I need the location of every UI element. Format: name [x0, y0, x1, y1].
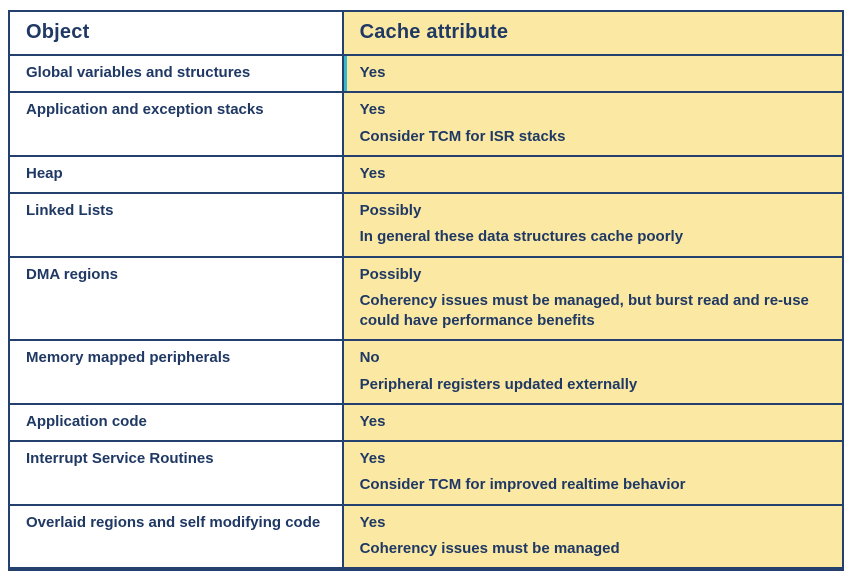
object-cell: Memory mapped peripherals: [8, 339, 344, 405]
attribute-value: Yes: [359, 513, 386, 531]
attribute-note: Coherency issues must be managed, but bu…: [359, 291, 809, 329]
object-cell: Interrupt Service Routines: [8, 440, 344, 506]
attribute-cell: Yes: [341, 53, 845, 94]
attribute-value: No: [359, 349, 380, 367]
attribute-value: Possibly: [359, 202, 422, 219]
column-header-object: Object: [8, 10, 344, 56]
object-cell: Global variables and structures: [8, 53, 344, 94]
table-row: Linked Lists Possibly In general these dat…: [8, 192, 845, 258]
attribute-value: Yes: [359, 101, 386, 119]
attribute-value: Yes: [359, 450, 386, 467]
object-cell: Linked Lists: [8, 192, 344, 258]
table-row: Overlaid regions and self modifying code…: [8, 503, 845, 570]
table-row: Global variables and structures Yes: [8, 53, 845, 94]
cache-attribute-table: Object Cache attribute Global variables …: [8, 10, 845, 571]
attribute-note: Coherency issues must be managed: [359, 539, 620, 557]
object-cell: Heap: [8, 154, 344, 195]
attribute-note: Consider TCM for ISR stacks: [359, 127, 566, 145]
column-header-cache-attribute: Cache attribute: [341, 10, 845, 56]
attribute-cell: Yes: [341, 154, 845, 195]
attribute-cell: Yes: [341, 402, 845, 443]
attribute-value: Yes: [359, 64, 386, 81]
attribute-value: Yes: [359, 412, 386, 430]
attribute-note: In general these data structures cache p…: [359, 228, 684, 246]
attribute-value: Possibly: [359, 265, 422, 283]
object-cell: DMA regions: [8, 255, 344, 342]
attribute-note: Consider TCM for improved realtime behav…: [359, 476, 686, 494]
cache-attribute-table-container: Object Cache attribute Global variables …: [8, 10, 845, 571]
table-header: Object Cache attribute: [8, 10, 845, 56]
table-row: Heap Yes: [8, 154, 845, 195]
attribute-value: Yes: [359, 164, 386, 182]
object-cell: Application code: [8, 402, 344, 443]
object-cell: Application and exception stacks: [8, 91, 344, 157]
attribute-note: Peripheral registers updated externally: [359, 375, 638, 393]
object-cell: Overlaid regions and self modifying code: [8, 503, 344, 570]
header-row: Object Cache attribute: [8, 10, 845, 56]
attribute-cell: Possibly In general these data structures…: [341, 192, 845, 258]
table-row: Application code Yes: [8, 402, 845, 443]
